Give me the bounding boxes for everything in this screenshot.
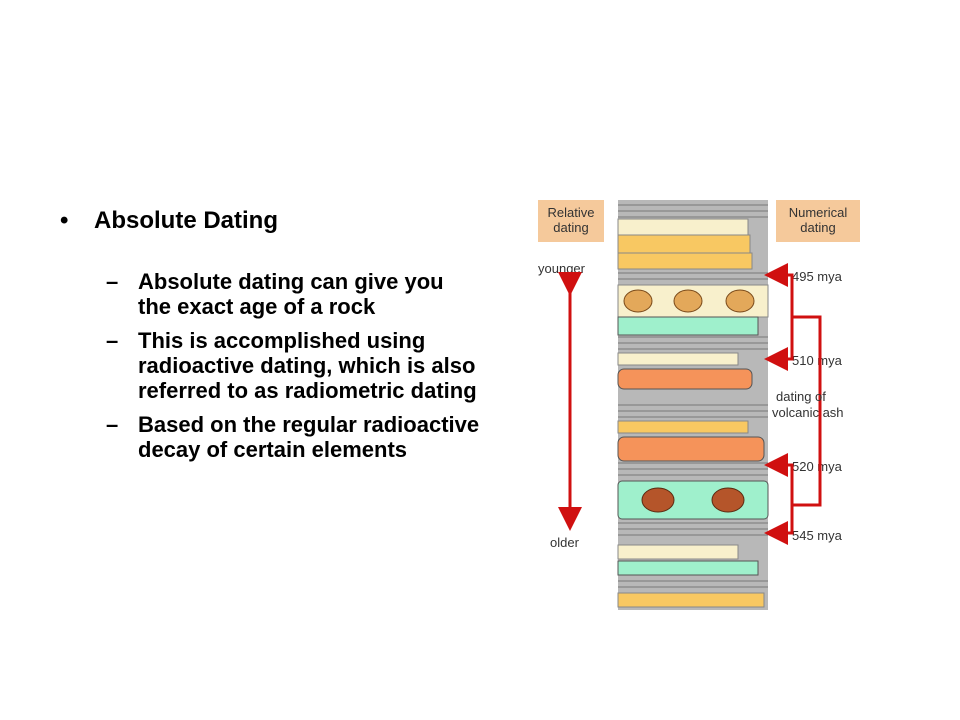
ash-label-line1: dating of [776, 389, 826, 404]
strata-column [617, 200, 769, 610]
dash-mark: – [106, 412, 119, 437]
older-label: older [550, 535, 580, 550]
bullet-mark: • [60, 207, 69, 234]
relative-dating-box [538, 200, 604, 242]
sub-bullet-text: Absolute dating can give you the exact a… [138, 269, 444, 319]
numerical-label-line1: Numerical [789, 205, 848, 220]
rock-strata-diagram: Relative dating Numerical dating younger… [530, 195, 870, 615]
age-label: 520 mya [792, 459, 843, 474]
ash-arrow [764, 263, 794, 317]
numerical-label-line2: dating [800, 220, 835, 235]
dash-mark: – [106, 269, 119, 294]
ash-arrow [764, 317, 794, 371]
younger-label: younger [538, 261, 586, 276]
ash-bracket [792, 315, 822, 507]
age-label: 495 mya [792, 269, 843, 284]
sub-bullet-item: – Based on the regular radioactive decay… [60, 412, 480, 462]
strata-svg: Relative dating Numerical dating younger… [538, 200, 860, 610]
ash-label-line2: volcanic ash [772, 405, 844, 420]
dash-mark: – [106, 328, 119, 353]
sub-bullet-item: – This is accomplished using radioactive… [60, 328, 480, 403]
sub-bullet-item: – Absolute dating can give you the exact… [60, 269, 480, 319]
bullet-list: • Absolute Dating – Absolute dating can … [60, 207, 480, 471]
sub-bullet-text: This is accomplished using radioactive d… [138, 328, 477, 403]
heading-text: Absolute Dating [94, 207, 278, 234]
age-label: 545 mya [792, 528, 843, 543]
ash-arrow [764, 505, 794, 545]
age-label: 510 mya [792, 353, 843, 368]
sub-bullet-text: Based on the regular radioactive decay o… [138, 412, 480, 462]
relative-label-line1: Relative [548, 205, 595, 220]
ash-arrow [764, 453, 794, 505]
bullet-item-heading: • Absolute Dating [60, 207, 480, 235]
numerical-dating-box [776, 200, 860, 242]
relative-label-line2: dating [553, 220, 588, 235]
